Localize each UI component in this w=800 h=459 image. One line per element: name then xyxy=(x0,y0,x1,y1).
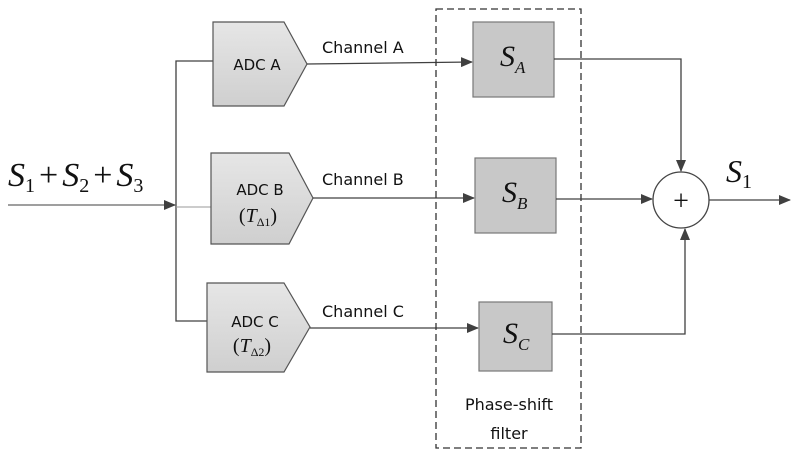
adc-a: ADC A xyxy=(212,21,308,107)
group-label-line2: filter xyxy=(490,424,528,443)
adc-b: ADC B (TΔ1) xyxy=(210,152,314,245)
sc-to-sum xyxy=(552,228,690,335)
svg-text:SC: SC xyxy=(503,317,530,354)
svg-text:ADC A: ADC A xyxy=(233,56,281,74)
svg-text:SA: SA xyxy=(500,40,526,77)
summer: + xyxy=(652,171,710,229)
filter-sb: SB xyxy=(474,157,557,234)
channel-b-label: Channel B xyxy=(322,170,404,189)
svg-text:ADC B: ADC B xyxy=(236,181,283,199)
svg-text:+: + xyxy=(673,186,689,217)
adc-c: ADC C (TΔ2) xyxy=(206,282,311,373)
output-label: S1 xyxy=(726,153,752,193)
filter-sc: SC xyxy=(478,301,553,372)
sa-to-sum xyxy=(554,58,686,172)
svg-text:ADC C: ADC C xyxy=(231,313,279,331)
channel-a-label: Channel A xyxy=(322,38,404,57)
split-bus xyxy=(175,60,213,322)
svg-text:SB: SB xyxy=(502,176,528,213)
input-label: S1+S2+S3 xyxy=(8,157,143,197)
group-label-line1: Phase-shift xyxy=(465,395,553,414)
filter-sa: SA xyxy=(472,21,555,98)
svg-text:(TΔ1): (TΔ1) xyxy=(239,205,277,229)
channel-a-line xyxy=(306,57,473,68)
channel-c-label: Channel C xyxy=(322,302,404,321)
phase-shift-filter-group xyxy=(435,8,582,449)
svg-text:(TΔ2): (TΔ2) xyxy=(233,335,271,359)
